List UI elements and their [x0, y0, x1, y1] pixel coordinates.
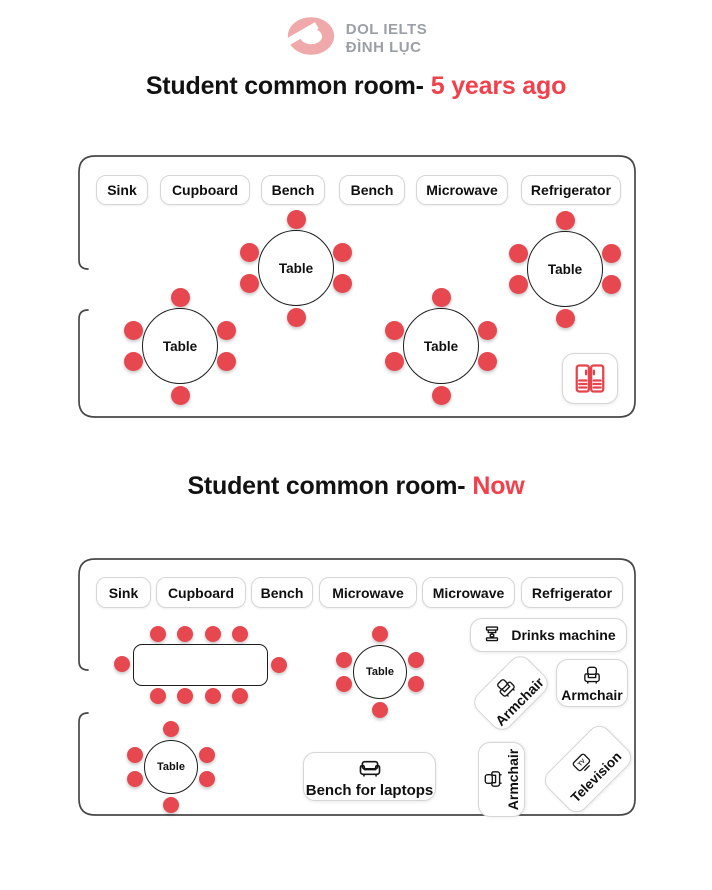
chair-dot — [286, 307, 306, 327]
chair-dot — [240, 274, 260, 294]
logo-line1: DOL IELTS — [345, 20, 428, 38]
chair-dot — [114, 656, 130, 672]
chair-dot — [431, 287, 451, 307]
chip-bench: Bench — [261, 175, 325, 205]
chair-dot — [332, 242, 352, 262]
rect-table — [133, 644, 268, 686]
chair-dot — [170, 287, 190, 307]
room-5-years-ago: Sink Cupboard Bench Bench Microwave Refrigera… — [78, 155, 636, 418]
round-table: Table — [403, 308, 479, 384]
chair-dot — [509, 275, 529, 295]
armchair-vertical-card: Armchair — [478, 742, 525, 817]
chair-dot — [205, 688, 221, 704]
chip-bench: Bench — [251, 577, 313, 608]
chair-dot — [385, 352, 405, 372]
chair-dot — [216, 352, 236, 372]
logo-line2: ĐÌNH LỤC — [345, 39, 422, 56]
chair-dot — [431, 385, 451, 405]
chip-sink: Sink — [96, 175, 148, 205]
logo: DOL IELTS ĐÌNH LỤC — [0, 14, 712, 64]
chair-dot — [271, 657, 287, 673]
chair-dot — [555, 308, 575, 328]
armchair-card: Armchair — [556, 659, 628, 707]
chair-dot — [170, 385, 190, 405]
svg-text:TV: TV — [577, 758, 587, 768]
room-walls — [78, 155, 636, 418]
chip-bench: Bench — [339, 175, 405, 205]
round-table: Table — [142, 308, 218, 384]
chair-dot — [601, 243, 621, 263]
title-prefix: Student common room- — [145, 72, 424, 100]
bench-for-laptops-card: Bench for laptops — [303, 752, 436, 801]
chair-dot — [336, 676, 353, 693]
chair-dot — [332, 274, 352, 294]
chair-dot — [385, 320, 405, 340]
chair-dot — [477, 352, 497, 372]
chair-dot — [601, 275, 621, 295]
drinks-machine-card: Drinks machine — [470, 618, 627, 652]
chair-dot — [163, 721, 179, 737]
room-walls — [78, 558, 636, 816]
chair-dot — [336, 651, 353, 668]
title-now: Student common room-Now — [0, 472, 712, 501]
double-door-card — [562, 353, 618, 404]
armchair-icon — [482, 769, 504, 791]
armchair-vertical-label: Armchair — [505, 748, 521, 811]
armchair-icon — [581, 664, 603, 686]
chip-cupboard: Cupboard — [160, 175, 250, 205]
dol-logo-icon — [279, 14, 337, 64]
chair-dot — [477, 320, 497, 340]
drinks-machine-label: Drinks machine — [511, 627, 616, 643]
logo-text: DOL IELTS ĐÌNH LỤC — [346, 21, 427, 58]
title-highlight: 5 years ago — [430, 72, 567, 100]
chip-refrigerator: Refrigerator — [521, 577, 623, 608]
chair-dot — [286, 209, 306, 229]
title-5-years-ago: Student common room-5 years ago — [0, 72, 712, 101]
chair-dot — [124, 352, 144, 372]
round-table: Table — [353, 645, 407, 699]
chair-dot — [407, 676, 424, 693]
chair-dot — [372, 626, 388, 642]
drinks-machine-icon — [481, 624, 503, 646]
chair-dot — [232, 688, 248, 704]
chair-dot — [163, 797, 179, 813]
door-icon — [573, 363, 607, 394]
television-card: TV Television — [539, 720, 637, 818]
chair-dot — [198, 746, 215, 763]
chair-dot — [177, 626, 193, 642]
chair-dot — [205, 626, 221, 642]
round-table: Table — [527, 231, 603, 307]
chair-dot — [509, 243, 529, 263]
chair-dot — [372, 702, 388, 718]
chair-dot — [124, 320, 144, 340]
title-prefix: Student common room- — [187, 472, 466, 500]
chair-dot — [240, 242, 260, 262]
chip-microwave: Microwave — [422, 577, 515, 608]
chair-dot — [127, 746, 144, 763]
chip-sink: Sink — [96, 577, 151, 608]
chip-cupboard: Cupboard — [156, 577, 246, 608]
chair-dot — [216, 320, 236, 340]
tv-icon: TV — [567, 748, 598, 779]
chair-dot — [407, 651, 424, 668]
chair-dot — [177, 688, 193, 704]
chair-dot — [150, 688, 166, 704]
sofa-icon — [357, 755, 383, 781]
round-table: Table — [144, 740, 198, 794]
round-table: Table — [258, 230, 334, 306]
chair-dot — [150, 626, 166, 642]
chip-microwave: Microwave — [416, 175, 508, 205]
chip-refrigerator: Refrigerator — [521, 175, 621, 205]
chair-dot — [127, 771, 144, 788]
chair-dot — [198, 771, 215, 788]
armchair-tilted-card: Armchair — [469, 651, 553, 735]
chair-dot — [232, 626, 248, 642]
bench-for-laptops-label: Bench for laptops — [305, 781, 434, 799]
armchair-icon — [489, 671, 520, 702]
title-highlight: Now — [472, 472, 525, 500]
chair-dot — [555, 210, 575, 230]
chip-microwave: Microwave — [319, 577, 417, 608]
armchair-label: Armchair — [561, 686, 623, 703]
